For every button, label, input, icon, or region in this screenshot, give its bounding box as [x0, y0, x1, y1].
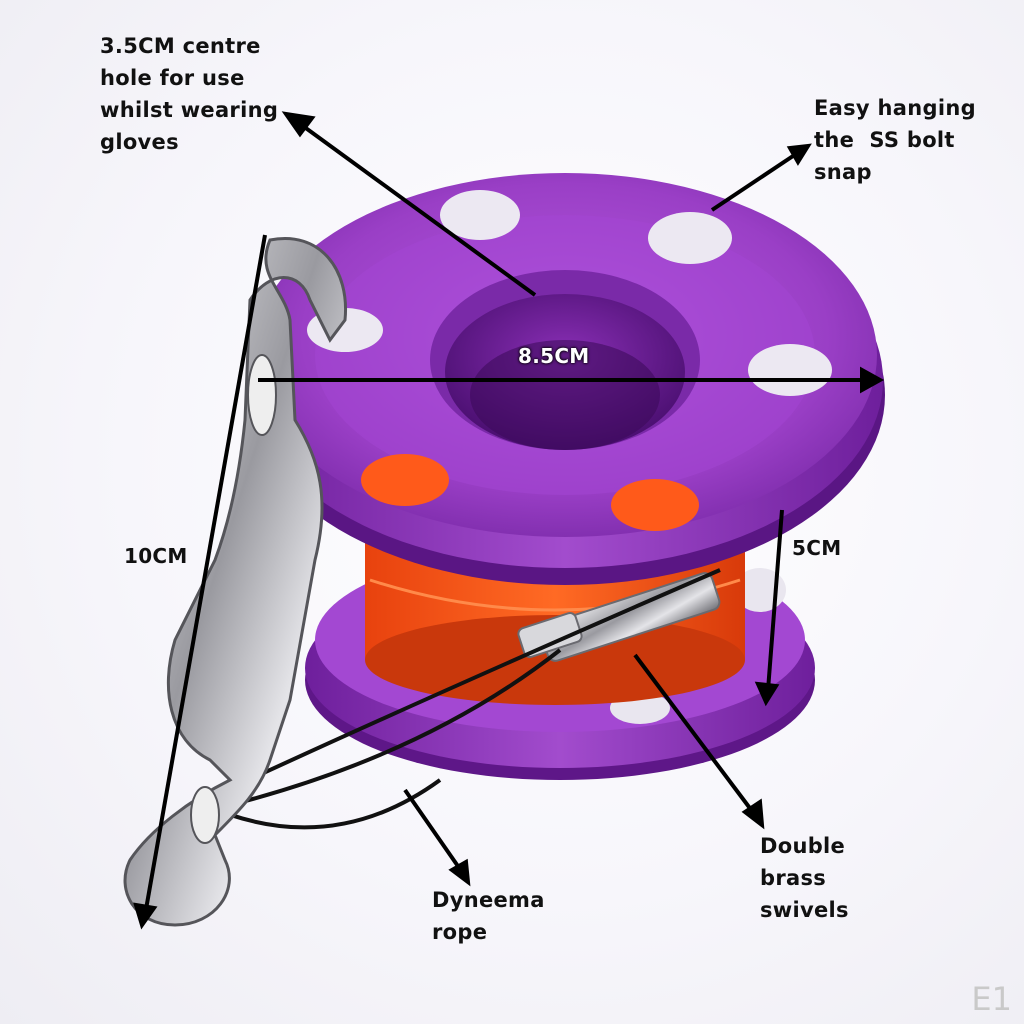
top-flange: [245, 173, 885, 585]
label-centre-hole-line-2: hole for use: [100, 66, 245, 90]
label-bolt-snap: Easy hanging the SS bolt snap: [814, 92, 976, 188]
label-centre-hole: 3.5CM centre hole for use whilst wearing…: [100, 30, 278, 158]
label-snap-length: 10CM: [124, 544, 188, 568]
arrow-bolt-snap: [710, 148, 804, 212]
bolt-snap: [123, 237, 348, 927]
watermark: E1: [971, 980, 1012, 1018]
label-swivels-line-3: swivels: [760, 898, 849, 922]
arrow-centre-hole: [290, 116, 537, 297]
label-bolt-snap-line-3: snap: [814, 160, 872, 184]
label-centre-hole-line-3: whilst wearing: [100, 98, 279, 122]
arrow-length: [143, 234, 267, 916]
label-rope-line-2: rope: [432, 920, 488, 944]
label-diameter: 8.5CM: [518, 344, 590, 368]
label-swivels: Double brass swivels: [760, 830, 849, 926]
callout-arrows: [133, 111, 885, 930]
label-centre-hole-line-4: gloves: [100, 130, 179, 154]
label-bolt-snap-line-2: the SS bolt: [814, 128, 955, 152]
arrow-swivels: [633, 653, 757, 817]
label-rope-line-1: Dyneema: [432, 888, 545, 912]
label-swivels-line-1: Double: [760, 834, 846, 858]
label-centre-hole-line-1: 3.5CM centre: [100, 34, 261, 58]
arrow-rope: [403, 788, 464, 874]
label-swivels-line-2: brass: [760, 866, 827, 890]
arrow-height: [766, 509, 784, 691]
label-rope: Dyneema rope: [432, 884, 545, 948]
swivel-clip: [517, 572, 721, 662]
label-bolt-snap-line-1: Easy hanging: [814, 96, 976, 120]
label-height: 5CM: [792, 536, 842, 560]
